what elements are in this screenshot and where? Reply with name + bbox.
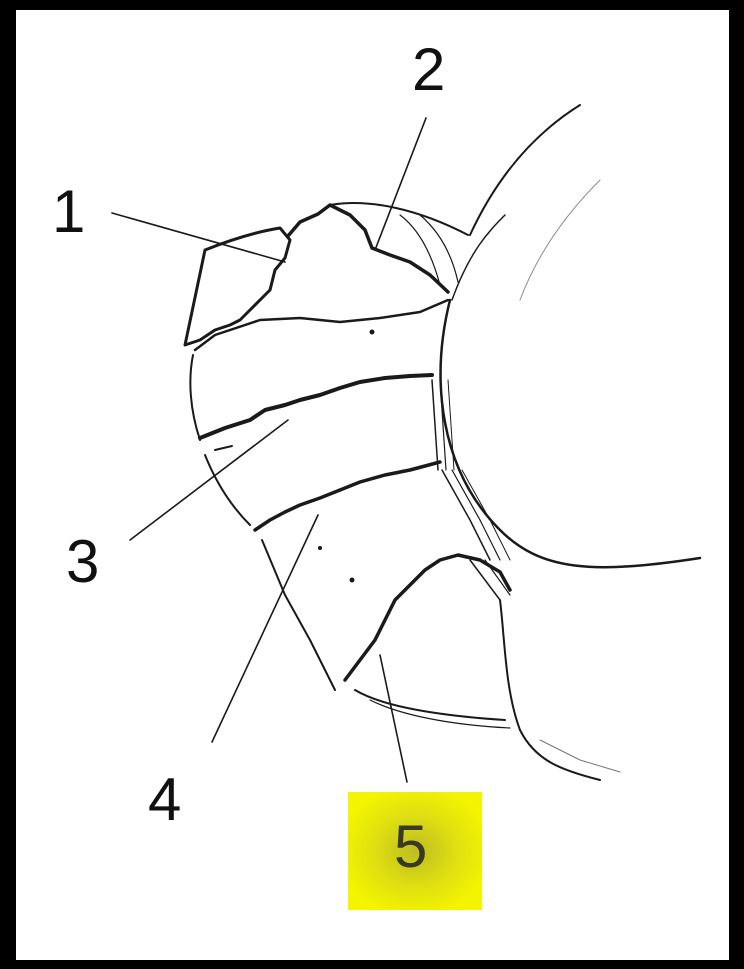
leader-line-1: [112, 213, 285, 262]
label-2: 2: [412, 40, 445, 100]
joint-head-outline: [470, 105, 580, 235]
fracture-line-4: [255, 462, 440, 530]
label-5: 5: [394, 817, 427, 877]
leader-line-2: [375, 118, 426, 250]
label-1: 1: [52, 182, 85, 242]
label-4: 4: [148, 770, 181, 830]
label-3: 3: [66, 532, 99, 592]
leader-line-5: [380, 655, 407, 782]
fracture-line-3: [200, 375, 432, 438]
joint-head-inner: [441, 300, 700, 567]
fracture-line-5: [345, 555, 510, 680]
